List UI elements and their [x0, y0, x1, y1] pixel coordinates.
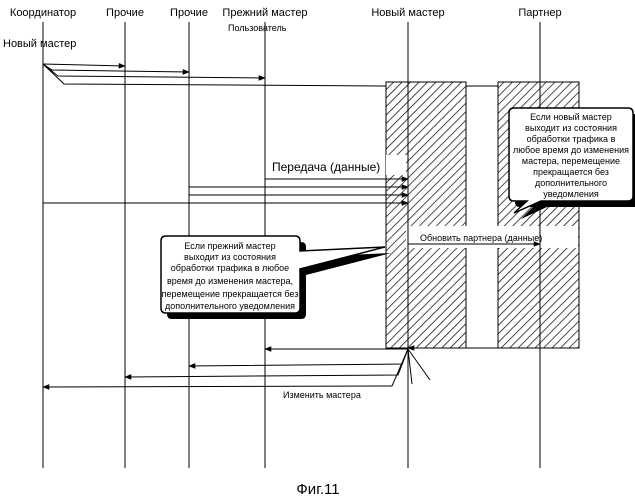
note-old-master-line-3: обработки трафика в любое [171, 263, 289, 273]
note-new-master-line-8: уведомления [543, 189, 599, 199]
note-new-master-line-2: выходит из состояния [525, 123, 617, 133]
note-old-master-line-2: выходит из состояния [184, 252, 276, 262]
new-master-activation [386, 82, 466, 348]
arrow-to-new-master [43, 64, 386, 86]
coordinator-sublabel: Новый мастер [3, 38, 76, 50]
arrow-to-other-1 [43, 64, 125, 66]
return-to-coordinator [43, 349, 408, 387]
update-partner-label: Обновить партнера (данные) [420, 233, 542, 243]
return-to-other-2 [189, 349, 408, 366]
change-master-label: Изменить мастера [283, 390, 361, 400]
note-new-master-line-7: дополнительного [535, 178, 607, 188]
lifeline-label-new-master: Новый мастер [371, 7, 444, 19]
transfer-label: Передача (данные) [272, 160, 380, 174]
figure-label: Фиг.11 [296, 481, 339, 498]
note-new-master-line-5: мастера, перемещение [522, 156, 620, 166]
lifeline-label-other-2: Прочие [170, 7, 208, 19]
note-old-master-line-6: дополнительного уведомления [165, 301, 295, 311]
note-old-master-line-1: Если прежний мастер [184, 241, 275, 251]
note-new-master-line-3: обработки трафика в [527, 134, 616, 144]
lifeline-label-other-1: Прочие [106, 7, 144, 19]
note-old-master-line-4: время до изменения мастера, [167, 276, 293, 286]
lifeline-label-old-master: Прежний мастер [222, 7, 307, 19]
note-old-master-line-5: перемещение прекращается без [162, 289, 299, 299]
lifeline-label-coordinator: Координатор [10, 7, 76, 19]
lifeline-label-partner: Партнер [518, 7, 561, 19]
note-new-master-line-4: любое время до изменения [513, 145, 629, 155]
note-new-master-line-1: Если новый мастер [530, 112, 612, 122]
note-old-master-exit: Если прежний мастер выходит из состояния… [161, 236, 391, 319]
note-new-master-exit: Если новый мастер выходит из состояния о… [509, 108, 635, 219]
transfer-band [386, 155, 406, 175]
transfer-arrows [43, 179, 408, 203]
return-to-other-1 [125, 349, 408, 377]
arrow-to-other-2 [43, 64, 189, 72]
user-label: Пользователь [228, 23, 287, 33]
return-arrows [43, 348, 540, 387]
note-new-master-line-6: прекращается без [533, 167, 609, 177]
